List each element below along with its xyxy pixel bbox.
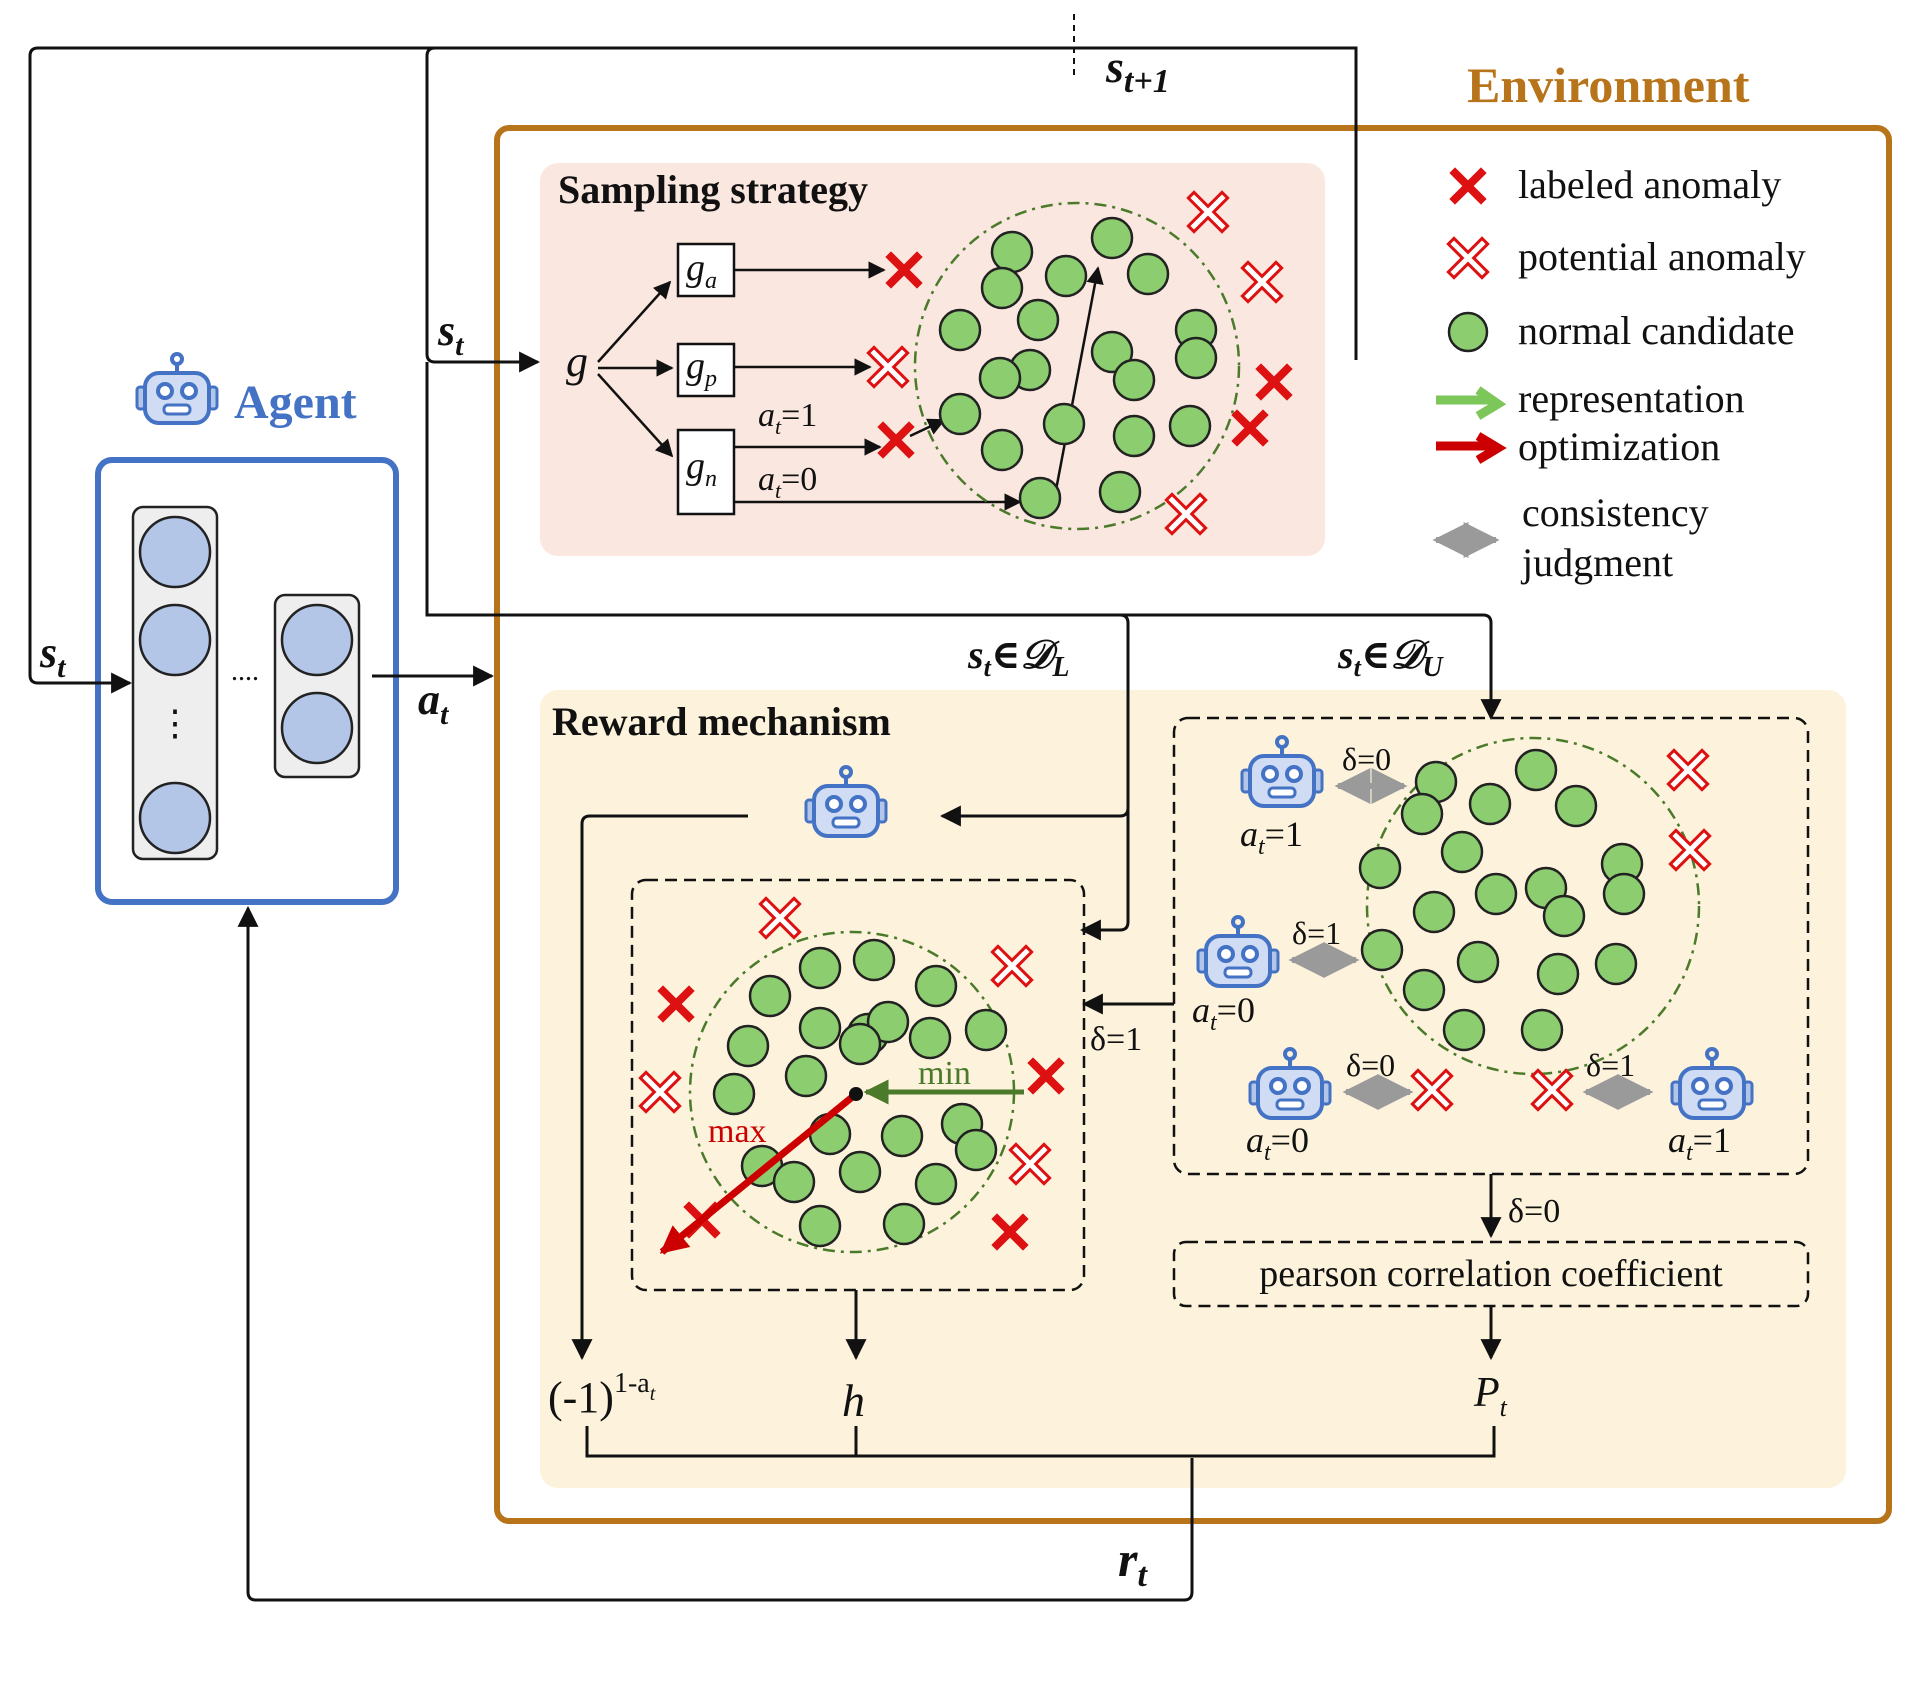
ga-label: ga [686,247,717,294]
g-to-gn-arrow [597,373,674,458]
neuron [280,691,354,765]
state-to-reward-line [425,362,1502,721]
neuron [138,515,212,589]
label-s-t-left: st [39,628,67,684]
neuron [138,603,212,677]
reward-feedback-arrow [237,905,1194,1602]
state-input-arrow [28,46,1358,694]
reward-sum-bracket [585,1426,1496,1458]
legend: labeled anomaly potential anomaly normal… [1432,162,1806,585]
ga-box [676,242,736,298]
gn-box [676,428,736,516]
legend-consistency-text-1: consistency [1522,490,1709,535]
P-term: Pt [1473,1370,1508,1422]
robot-at0-bottom-label: at=0 [1246,1120,1309,1166]
min-label: min [918,1055,971,1092]
label-st-in-DU: st∈𝒟U [1337,632,1444,683]
legend-optimization-text: optimization [1518,424,1720,469]
delta-label-1: δ=0 [1342,741,1391,777]
legend-normal-icon [1447,311,1489,353]
label-s-t-plus-1: st+1 [1105,41,1170,100]
cluster-update-arrow [1054,266,1104,491]
environment-title: Environment [1467,57,1750,113]
sign-term: (-1)1-at [548,1368,656,1422]
agent-title: Agent [234,376,357,429]
legend-potential-icon [1454,244,1482,272]
pearson-label: pearson correlation coefficient [1259,1253,1723,1295]
gn-label: gn [686,445,717,492]
h-term: h [842,1375,865,1426]
delta-label-4: δ=1 [1586,1047,1635,1083]
max-distance-arrow [659,1091,859,1255]
legend-potential-text: potential anomaly [1518,234,1806,279]
state-to-sampling-arrow [425,46,1072,373]
at1-label: at=1 [758,397,817,439]
label-a-t: at [418,675,450,731]
delta-label-5: δ=1 [1090,1021,1142,1058]
delta-label-3: δ=0 [1346,1047,1395,1083]
agent-vdots: ⋮ [157,703,193,743]
gp-box [676,342,736,398]
label-g: g [566,337,588,386]
agent-hdots: .... [231,656,259,687]
legend-optimization-icon [1436,432,1507,464]
neuron [280,603,354,677]
at0-label: at=0 [758,461,817,503]
legend-consistency-text-2: judgment [1520,540,1673,585]
label-st-in-DL: st∈𝒟L [967,632,1069,683]
legend-normal-text: normal candidate [1518,308,1795,353]
state-labeled-branch-2 [1079,810,1130,941]
legend-representation-text: representation [1518,376,1745,421]
gp-label: gp [686,345,717,392]
sampling-panel [540,163,1325,556]
cluster-center [849,1087,863,1101]
robot-at1-bottom-label: at=1 [1668,1120,1731,1166]
reward-panel [540,690,1846,1488]
g-to-ga-arrow [597,280,672,363]
delta-label-2: δ=1 [1292,915,1341,951]
agent-robot-icon [135,352,219,425]
neuron [138,781,212,855]
at1-to-circle-arrow [909,418,946,438]
state-labeled-branch [939,613,1130,827]
legend-labeled-icon [1455,173,1481,199]
unlabeled-cluster-box [1172,716,1810,1176]
label-s-t-inner: st [437,306,465,362]
legend-labeled-text: labeled anomaly [1518,162,1781,207]
labeled-cluster-box [630,878,1086,1292]
delta-label-6: δ=0 [1508,1193,1560,1230]
reward-title: Reward mechanism [552,699,891,744]
label-r-t: rt [1118,1531,1148,1594]
sampling-title: Sampling strategy [558,167,868,212]
legend-representation-icon [1436,386,1507,420]
sampling-cluster-boundary [913,201,1241,531]
max-label: max [708,1113,767,1150]
robot-at0-mid-label: at=0 [1192,990,1255,1036]
agent-layer-1 [131,505,219,861]
robot-at1-top-label: at=1 [1240,814,1303,860]
robot-to-sign-arrow [571,814,748,1361]
